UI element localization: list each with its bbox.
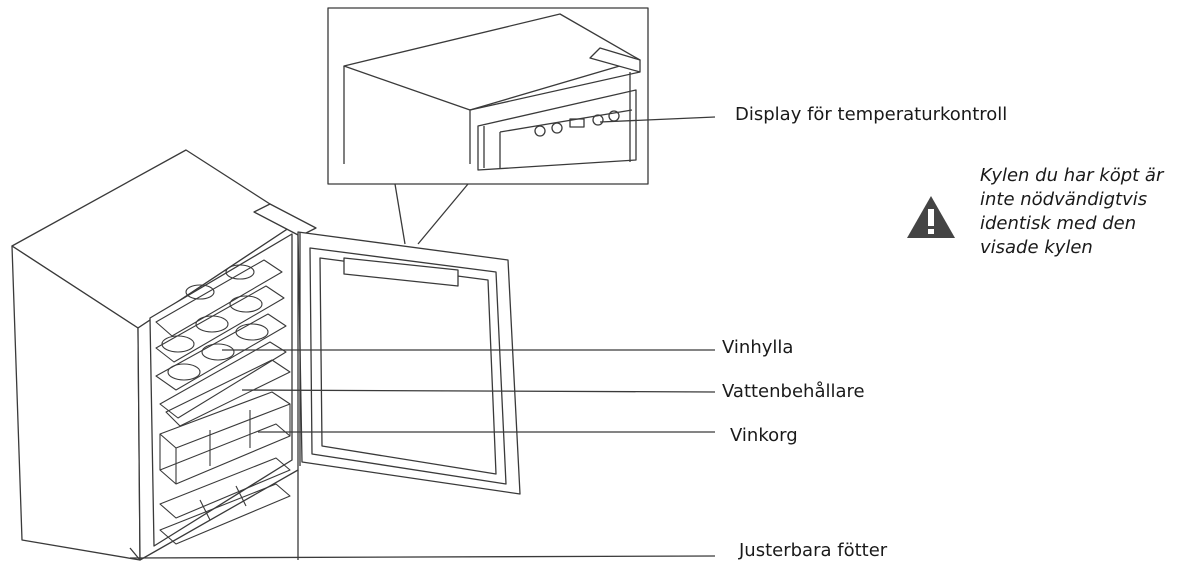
label-display: Display för temperaturkontroll [735,104,1007,126]
warning-line: Kylen du har köpt är [980,164,1204,188]
warning-line: identisk med den [980,212,1204,236]
label-wine-basket: Vinkorg [730,425,798,447]
warning-note: Kylen du har köpt är inte nödvändigtvis … [905,164,1204,284]
warning-line: visade kylen [980,236,1204,260]
label-adjustable-feet: Justerbara fötter [739,540,887,562]
warning-triangle-icon [905,194,957,240]
fridge-cabinet [12,150,316,560]
leader-adjustable-feet [130,556,715,558]
warning-text: Kylen du har köpt är inte nödvändigtvis … [980,164,1204,260]
label-wine-shelf: Vinhylla [722,337,793,359]
warning-line: inte nödvändigtvis [980,188,1204,212]
label-water-container: Vattenbehållare [722,381,865,403]
fridge-door [298,232,520,560]
